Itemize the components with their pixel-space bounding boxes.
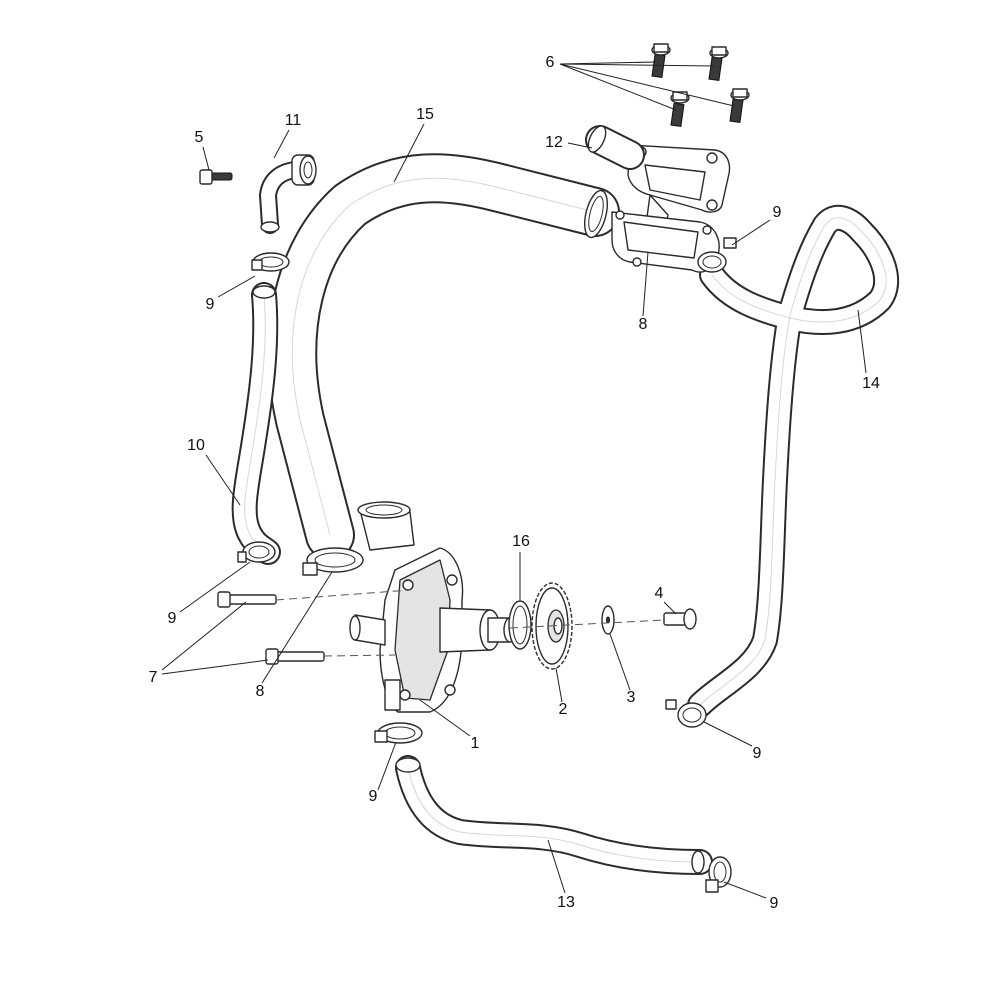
callout-8-top: 8 — [639, 316, 648, 333]
leader-lines — [161, 61, 867, 899]
callout-3: 3 — [627, 689, 636, 706]
bolt-6a — [651, 43, 671, 79]
assembly-axes — [275, 589, 665, 657]
hose-15 — [267, 153, 620, 560]
hose-11 — [259, 154, 317, 234]
callout-15: 15 — [416, 106, 434, 123]
clamp-9-upper-left — [251, 252, 290, 272]
bolts-6 — [651, 43, 750, 128]
bolt-7b — [265, 648, 325, 665]
callout-2: 2 — [559, 701, 568, 718]
hose-10 — [231, 282, 281, 565]
callout-5: 5 — [195, 129, 204, 146]
callout-11: 11 — [285, 112, 302, 129]
callout-10: 10 — [187, 437, 205, 454]
bolt-5 — [199, 169, 233, 185]
callout-9-top-right: 9 — [773, 204, 782, 221]
callout-13: 13 — [557, 894, 575, 911]
clamp-9-top-right — [697, 237, 737, 273]
callout-9-left-mid: 9 — [168, 610, 177, 627]
gasket-8-top — [611, 210, 720, 273]
clamp-9-bottom-right — [705, 856, 732, 893]
callout-9-right: 9 — [753, 745, 762, 762]
water-pump-body-1 — [349, 501, 517, 713]
washer-3 — [601, 605, 615, 635]
hose-13 — [395, 755, 713, 875]
callout-9-bottom-right: 9 — [770, 895, 779, 912]
callout-8-bottom: 8 — [256, 683, 265, 700]
bolts-7 — [217, 591, 325, 665]
callout-14: 14 — [862, 375, 880, 392]
clamp-9-bottom-left — [374, 722, 423, 744]
callout-16: 16 — [512, 533, 530, 550]
hose-14 — [687, 204, 900, 718]
callout-labels: 1 2 3 4 5 6 7 8 8 9 9 9 9 9 9 10 11 12 1… — [149, 54, 880, 912]
callout-12: 12 — [545, 134, 563, 151]
callout-9-bottom-left: 9 — [369, 788, 378, 805]
clamps-9 — [237, 237, 737, 893]
clamp-9-left-mid — [237, 541, 276, 563]
callout-6: 6 — [546, 54, 555, 71]
clamp-9-upper-pump — [302, 547, 364, 576]
bolt-6b — [708, 46, 729, 82]
callout-1: 1 — [471, 735, 480, 752]
bolt-7a — [217, 591, 277, 608]
bolt-6d — [729, 88, 750, 124]
callout-9-left-upper: 9 — [206, 296, 215, 313]
callout-4: 4 — [655, 585, 664, 602]
o-ring-16 — [508, 600, 532, 650]
callout-7: 7 — [149, 669, 158, 686]
clamp-9-right — [665, 699, 707, 728]
bolt-4 — [663, 608, 697, 630]
